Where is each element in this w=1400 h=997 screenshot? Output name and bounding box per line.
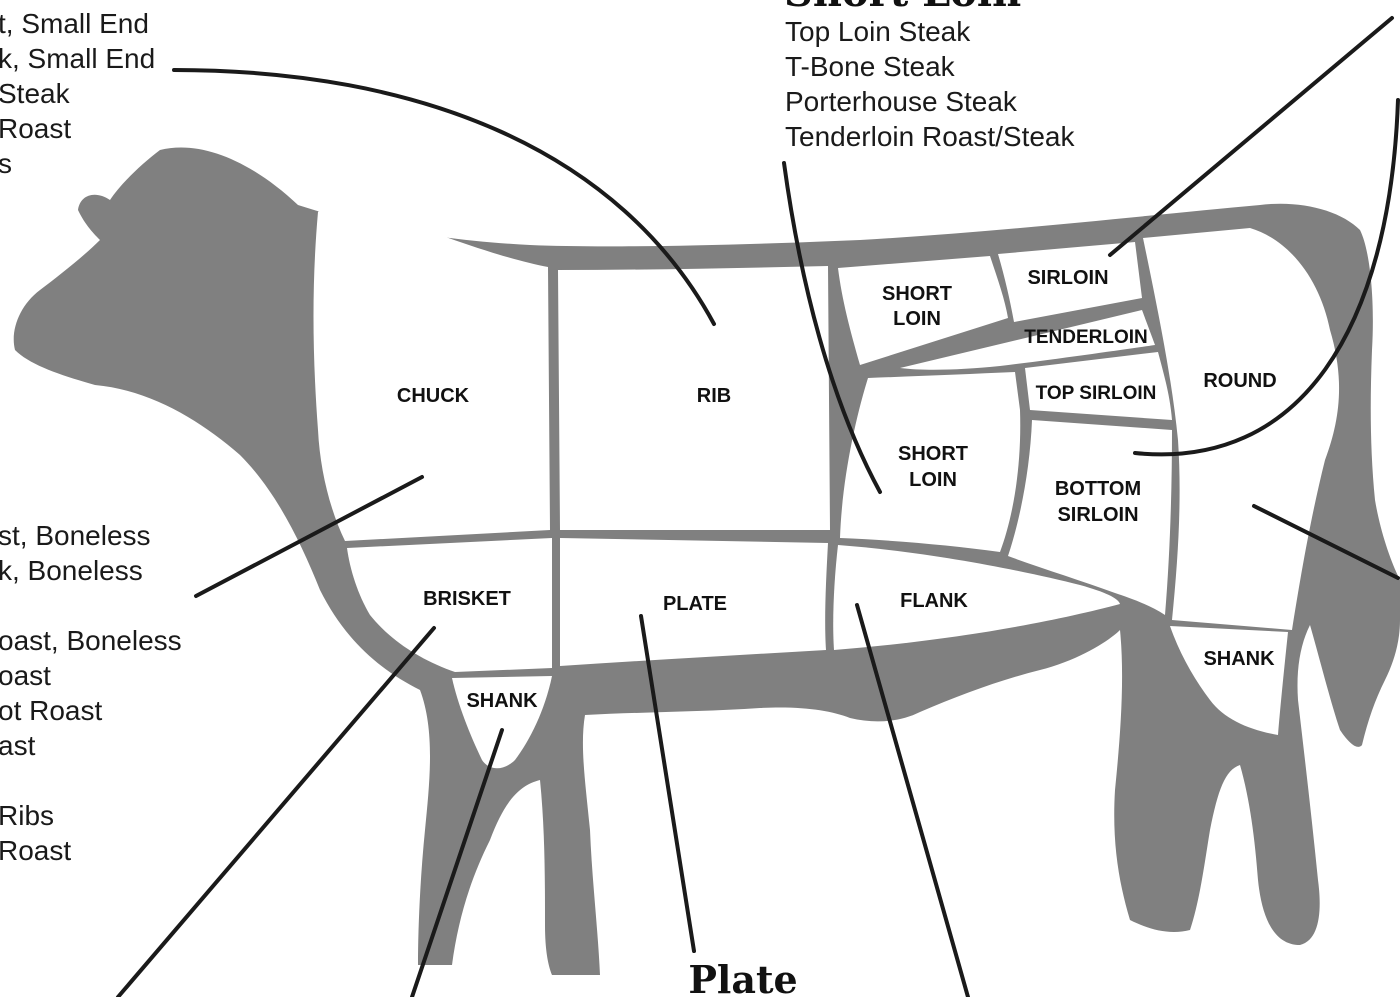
chuck-cuts-item: oast, Boneless	[0, 623, 182, 658]
plate-heading: Plate	[688, 957, 797, 997]
flank-label: FLANK	[900, 590, 968, 612]
tenderloin-label: TENDERLOIN	[1024, 327, 1148, 348]
rib-cuts-item: t, Small End	[0, 6, 155, 41]
chuck-cuts-item: oast	[0, 658, 182, 693]
short-loin-cuts-item: T-Bone Steak	[785, 49, 1075, 84]
chuck-cuts-item: ot Roast	[0, 693, 182, 728]
short-loin-top-label-1: SHORT	[882, 283, 952, 305]
shank-front-label: SHANK	[466, 690, 538, 712]
short-loin-cuts-item: Top Loin Steak	[785, 14, 1075, 49]
bottom-sirloin-label-2: SIRLOIN	[1057, 504, 1138, 526]
chuck-cuts-item: ast	[0, 728, 182, 763]
short-loin-top-label-2: LOIN	[893, 308, 941, 330]
chuck-cuts-item: st, Boneless	[0, 518, 182, 553]
short-loin-cuts-item: Tenderloin Roast/Steak	[785, 119, 1075, 154]
chuck-cuts-item	[0, 763, 182, 798]
short-loin-cuts-item: Porterhouse Steak	[785, 84, 1075, 119]
brisket-label: BRISKET	[423, 588, 511, 610]
rib-cuts-item: Roast	[0, 111, 155, 146]
rib-cuts-item: s	[0, 146, 155, 181]
chuck-label: CHUCK	[397, 385, 470, 407]
rib-panel	[558, 266, 830, 530]
chuck-cuts-list: st, Boneless k, Boneless oast, Boneless …	[0, 518, 182, 868]
short-loin-mid-label-2: LOIN	[909, 469, 957, 491]
chuck-cuts-item: k, Boneless	[0, 553, 182, 588]
rib-cuts-item: Steak	[0, 76, 155, 111]
chuck-cuts-item	[0, 588, 182, 623]
chuck-cuts-item: Ribs	[0, 798, 182, 833]
short-loin-cuts-list: Top Loin Steak T-Bone Steak Porterhouse …	[785, 14, 1075, 154]
round-label: ROUND	[1203, 370, 1276, 392]
bottom-sirloin-label-1: BOTTOM	[1055, 478, 1141, 500]
short-loin-mid-label-1: SHORT	[898, 443, 968, 465]
sirloin-label: SIRLOIN	[1027, 267, 1108, 289]
shank-rear-label: SHANK	[1203, 648, 1275, 670]
rib-label: RIB	[697, 385, 731, 407]
top-sirloin-label: TOP SIRLOIN	[1036, 383, 1157, 404]
chuck-cuts-item: Roast	[0, 833, 182, 868]
rib-cuts-item: k, Small End	[0, 41, 155, 76]
rib-cuts-list: t, Small End k, Small End Steak Roast s	[0, 6, 155, 181]
plate-label: PLATE	[663, 593, 727, 615]
